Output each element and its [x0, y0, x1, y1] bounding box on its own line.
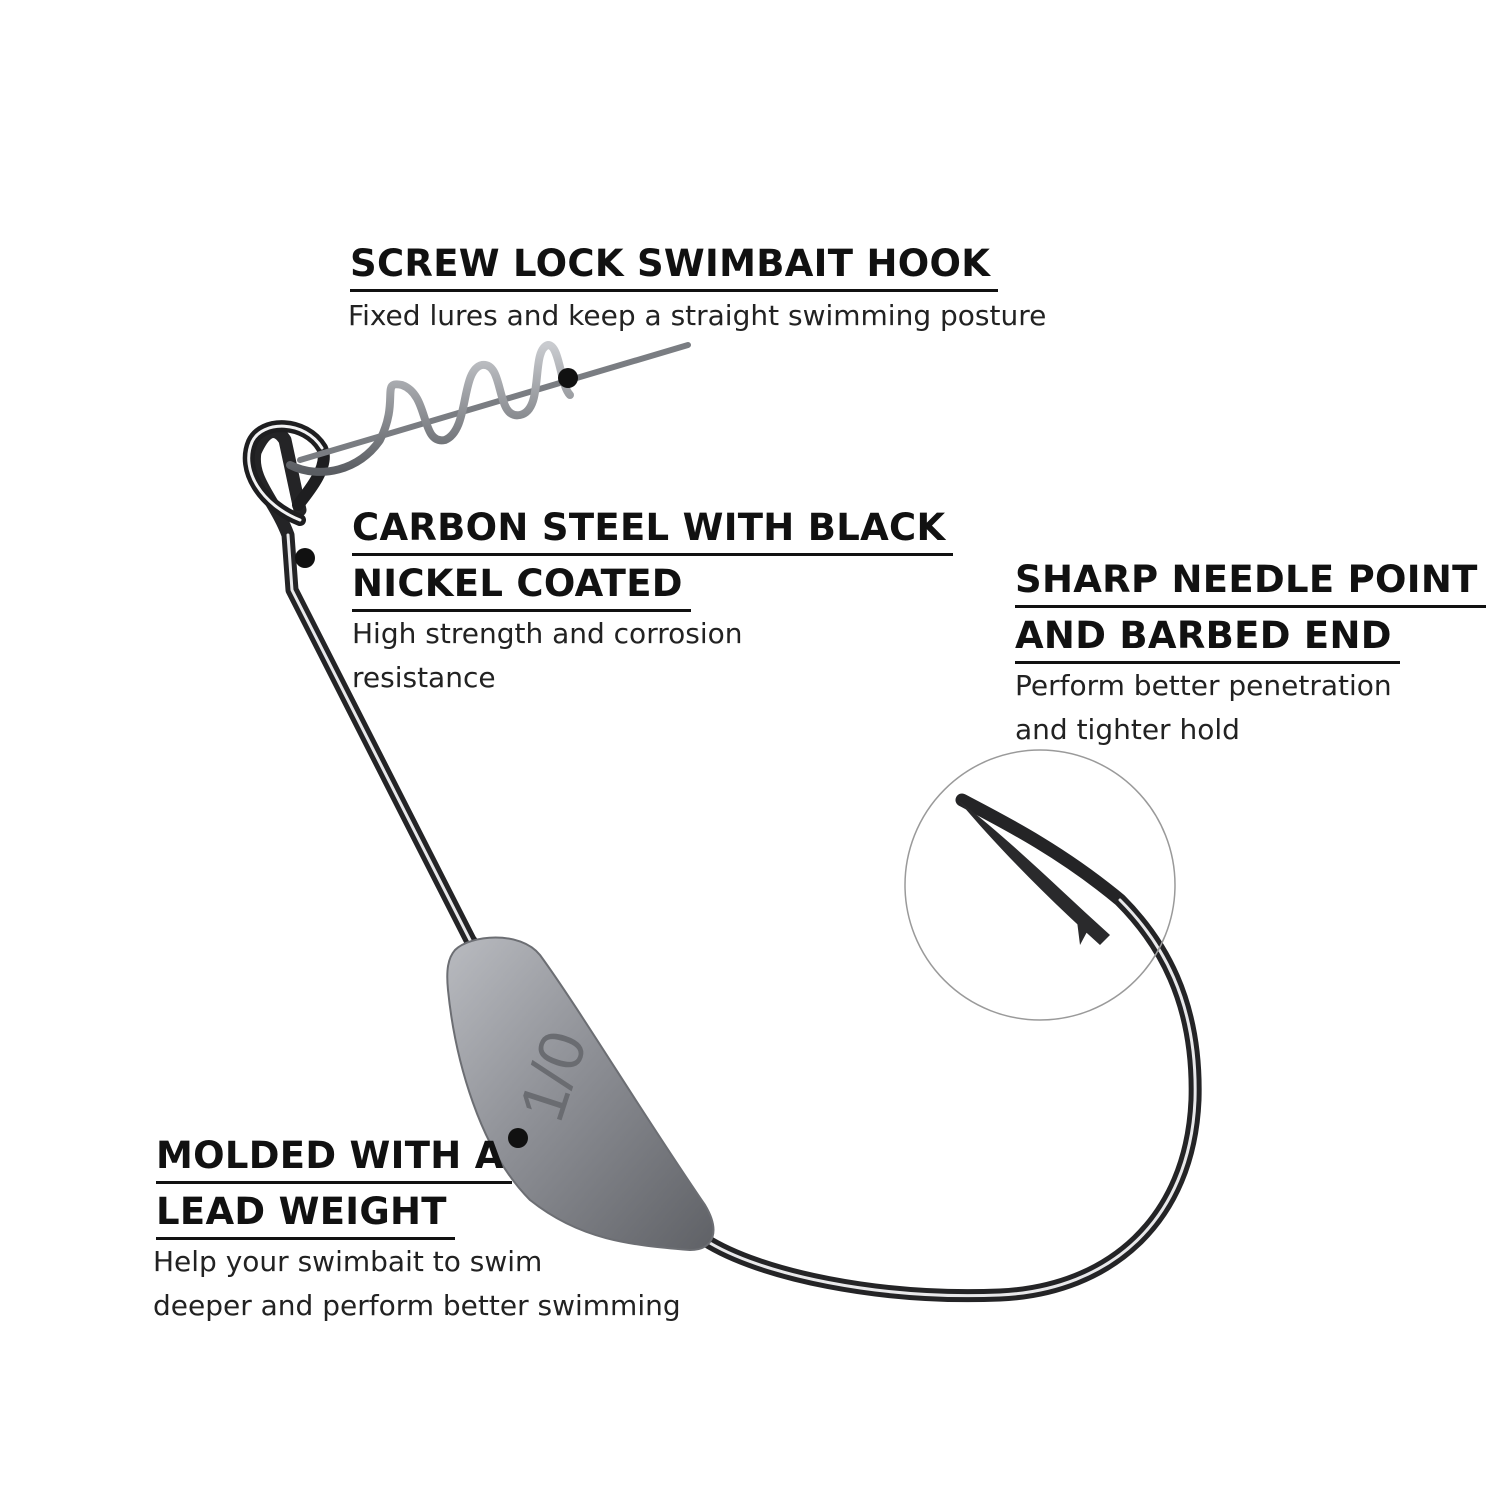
- pointer-dot-lead: [508, 1128, 528, 1148]
- lead-weight-icon: 1/0: [446, 936, 715, 1252]
- callout-heading: MOLDED WITH A: [156, 1128, 681, 1184]
- needle-point: [958, 800, 1110, 945]
- barb: [1075, 905, 1088, 945]
- callout-heading: NICKEL COATED: [352, 556, 953, 612]
- callout-desc-line: resistance: [352, 661, 496, 694]
- callout-heading: SCREW LOCK SWIMBAIT HOOK: [350, 236, 1046, 292]
- pointer-dot-carbon: [295, 548, 315, 568]
- callout-desc-line: Help your swimbait to swim: [153, 1245, 543, 1278]
- callout-desc-line: Fixed lures and keep a straight swimming…: [348, 299, 1047, 332]
- zoom-circle: [904, 749, 1176, 1021]
- heading-line: AND BARBED END: [1015, 611, 1400, 664]
- spring-pin: [297, 342, 691, 463]
- heading-line: LEAD WEIGHT: [156, 1187, 455, 1240]
- callout-carbon-steel: CARBON STEEL WITH BLACK NICKEL COATED Hi…: [352, 500, 954, 700]
- magnifier-circle-icon: [904, 749, 1176, 1021]
- callout-needle-point: SHARP NEEDLE POINT AND BARBED END Perfor…: [1015, 552, 1486, 752]
- hook-wire-highlight: [286, 533, 1197, 1298]
- callout-screw-lock: SCREW LOCK SWIMBAIT HOOK Fixed lures and…: [348, 236, 1047, 338]
- heading-line: SHARP NEEDLE POINT: [1015, 555, 1486, 608]
- callout-desc-line: and tighter hold: [1015, 713, 1240, 746]
- heading-line: SCREW LOCK SWIMBAIT HOOK: [350, 239, 999, 292]
- hook-eye-highlight: [247, 424, 324, 522]
- callout-desc-line: Perform better penetration: [1015, 669, 1392, 702]
- callout-heading: AND BARBED END: [1015, 608, 1486, 664]
- heading-line: CARBON STEEL WITH BLACK: [352, 503, 954, 556]
- heading-line: MOLDED WITH A: [156, 1131, 512, 1184]
- heading-line: NICKEL COATED: [352, 559, 691, 612]
- callout-desc-line: High strength and corrosion: [352, 617, 743, 650]
- callout-heading: LEAD WEIGHT: [156, 1184, 681, 1240]
- pointer-dot-screw: [558, 368, 578, 388]
- callout-heading: CARBON STEEL WITH BLACK: [352, 500, 954, 556]
- callout-lead-weight: MOLDED WITH A LEAD WEIGHT Help your swim…: [153, 1128, 681, 1328]
- callout-heading: SHARP NEEDLE POINT: [1015, 552, 1486, 608]
- screw-lock-spring-icon: [286, 341, 691, 476]
- lead-weight-body: [446, 936, 715, 1252]
- spring-coil: [286, 341, 574, 476]
- callout-desc-line: deeper and perform better swimming: [153, 1289, 681, 1322]
